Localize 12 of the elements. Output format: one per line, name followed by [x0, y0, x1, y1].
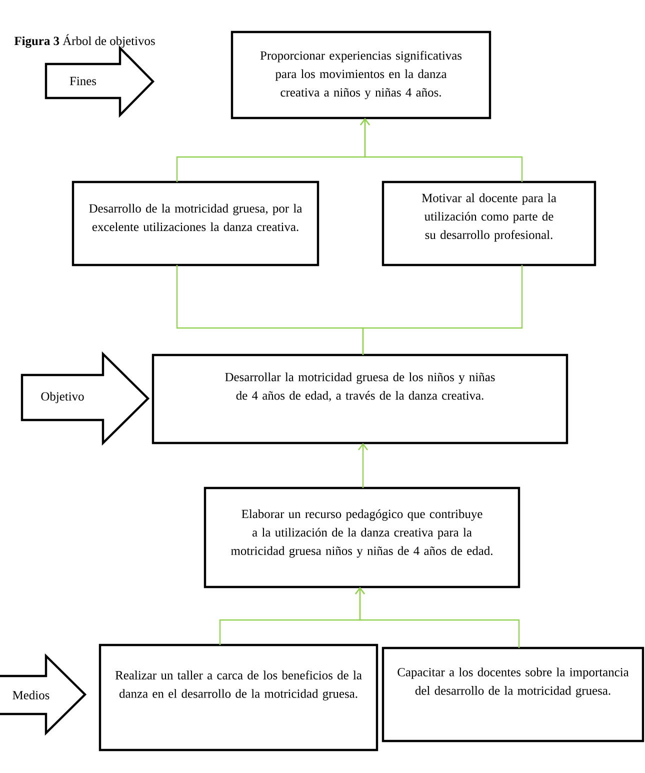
objective-box: Capacitar a los docentes sobre la importancia del desarrollo de la motricidad gruesa. [382, 646, 644, 742]
connector-line [358, 443, 368, 488]
connector-line [360, 118, 523, 182]
objective-box: Desarrollo de la motricidad gruesa, por la excelente utilizaciones la danza creativa. [72, 180, 320, 266]
connector-line [355, 587, 520, 648]
objective-box: Proporcionar experiencias significativas para los movimientos en la danza creativa a niños y niñas 4 años. [230, 30, 492, 120]
objective-box: Motivar al docente para la utilización como parte de su desarrollo profesional. [382, 180, 596, 266]
figure-title: Figura 3 Árbol de objetivos [14, 34, 155, 48]
objective-box: Desarrollar la motricidad gruesa de los niños y niñas de 4 años de edad, a través de la danza creativa. [152, 354, 568, 444]
objective-box: Elaborar un recurso pedagógico que contribuye a la utilización de la danza creativa para la motricidad gruesa niños y niñas de 4 años de edad. [204, 486, 520, 588]
connector-line [362, 265, 523, 355]
objective-box: Realizar un taller a carca de los beneficios de la danza en el desarrollo de la motricidad gruesa. [98, 644, 378, 752]
